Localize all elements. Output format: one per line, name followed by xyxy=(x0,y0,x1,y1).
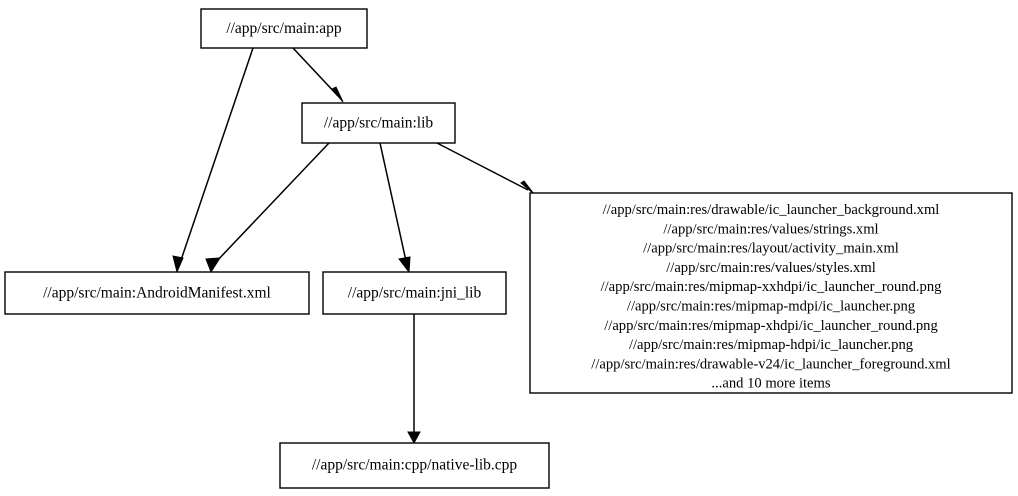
node-label-line: //app/src/main:res/values/styles.xml xyxy=(666,260,876,276)
edge-lib-to-manifest xyxy=(205,142,330,274)
arrowhead-icon xyxy=(520,180,535,195)
edge-jni-lib-to-native-lib xyxy=(407,314,421,445)
node-label: //app/src/main:lib xyxy=(324,115,434,132)
node-label-line: ...and 10 more items xyxy=(711,376,830,392)
node-box[interactable] xyxy=(529,192,1013,394)
arrowhead-icon xyxy=(172,255,184,274)
node-label-line: //app/src/main:res/drawable/ic_launcher_… xyxy=(603,202,940,218)
arrowhead-icon xyxy=(331,86,344,103)
graph-node-lib[interactable]: //app/src/main:lib xyxy=(301,102,456,144)
node-label: //app/src/main:jni_lib xyxy=(348,285,482,302)
node-label: //app/src/main:AndroidManifest.xml xyxy=(43,285,271,302)
node-label-line: //app/src/main:res/mipmap-mdpi/ic_launch… xyxy=(627,299,916,315)
edge-lib-to-res-group xyxy=(436,142,535,195)
edge-line xyxy=(214,142,330,264)
node-label: //app/src/main:cpp/native-lib.cpp xyxy=(312,457,518,474)
graph-nodes-layer: //app/src/main:app //app/src/main:lib //… xyxy=(4,8,1013,489)
edge-line xyxy=(379,142,407,262)
node-label-line: //app/src/main:res/layout/activity_main.… xyxy=(643,241,899,257)
graph-node-android-manifest[interactable]: //app/src/main:AndroidManifest.xml xyxy=(4,271,310,315)
arrowhead-icon xyxy=(398,256,411,274)
edge-app-to-lib xyxy=(292,47,344,103)
arrowhead-icon xyxy=(205,257,221,274)
edge-lib-to-jni-lib xyxy=(379,142,411,274)
graph-node-native-lib-cpp[interactable]: //app/src/main:cpp/native-lib.cpp xyxy=(279,442,550,489)
node-box[interactable] xyxy=(279,442,550,489)
node-label-multiline: //app/src/main:res/drawable/ic_launcher_… xyxy=(591,202,950,392)
node-label-line: //app/src/main:res/values/strings.xml xyxy=(663,221,878,237)
graph-node-jni-lib[interactable]: //app/src/main:jni_lib xyxy=(322,271,507,315)
node-label-line: //app/src/main:res/drawable-v24/ic_launc… xyxy=(591,356,950,372)
edge-line xyxy=(292,47,339,97)
node-label: //app/src/main:app xyxy=(226,20,342,37)
graph-edges-layer xyxy=(172,47,535,445)
graph-node-app[interactable]: //app/src/main:app xyxy=(200,8,368,49)
node-label-line: //app/src/main:res/mipmap-xhdpi/ic_launc… xyxy=(604,318,938,334)
node-box[interactable] xyxy=(301,102,456,144)
graph-node-res-group[interactable]: //app/src/main:res/drawable/ic_launcher_… xyxy=(529,192,1013,394)
edge-line xyxy=(436,142,529,191)
node-label-line: //app/src/main:res/mipmap-xxhdpi/ic_laun… xyxy=(601,279,943,295)
node-box[interactable] xyxy=(200,8,368,49)
node-box[interactable] xyxy=(4,271,310,315)
node-box[interactable] xyxy=(322,271,507,315)
edge-line xyxy=(179,47,254,264)
arrowhead-icon xyxy=(407,431,421,445)
edge-app-to-manifest xyxy=(172,47,254,274)
node-label-line: //app/src/main:res/mipmap-hdpi/ic_launch… xyxy=(629,337,914,353)
